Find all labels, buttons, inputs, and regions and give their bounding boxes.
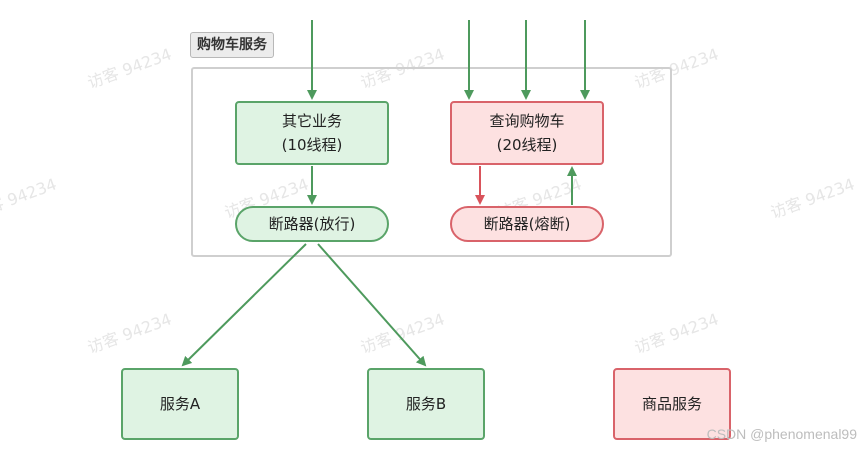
service-b-node: 服务B xyxy=(367,368,485,440)
cart-service-group-label: 购物车服务 xyxy=(190,32,274,58)
breaker-release-node: 断路器(放行) xyxy=(235,206,389,242)
credit-watermark: CSDN @phenomenal99 xyxy=(706,426,857,442)
breaker-fuse-node: 断路器(熔断) xyxy=(450,206,604,242)
breaker-release-label: 断路器(放行) xyxy=(268,215,356,233)
service-a-label: 服务A xyxy=(159,395,201,413)
product-service-node: 商品服务 xyxy=(613,368,731,440)
other-business-thread-count: (10线程) xyxy=(281,136,343,154)
product-service-label: 商品服务 xyxy=(641,395,702,413)
service-a-node: 服务A xyxy=(121,368,239,440)
query-cart-label: 查询购物车 xyxy=(489,112,565,130)
cart-service-group-box xyxy=(191,67,672,257)
service-b-label: 服务B xyxy=(405,395,447,413)
other-business-label: 其它业务 xyxy=(281,112,342,130)
other-business-node: 其它业务 (10线程) xyxy=(235,101,389,165)
arrow-breaker-to-service-a xyxy=(181,243,307,367)
query-cart-thread-count: (20线程) xyxy=(496,136,558,154)
breaker-fuse-label: 断路器(熔断) xyxy=(483,215,571,233)
arrow-breaker-to-service-b xyxy=(317,243,427,367)
query-cart-node: 查询购物车 (20线程) xyxy=(450,101,604,165)
